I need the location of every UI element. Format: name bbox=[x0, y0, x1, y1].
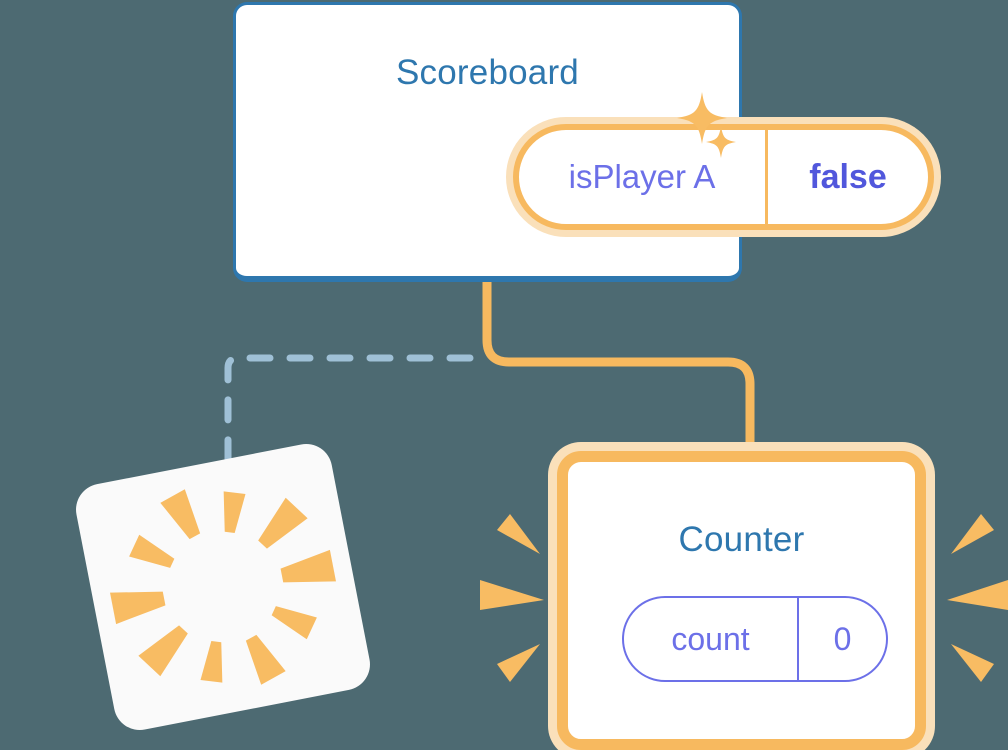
burst-ray bbox=[258, 497, 308, 549]
burst-ray bbox=[160, 489, 201, 540]
counter-ray bbox=[480, 580, 544, 610]
counter-ray bbox=[497, 514, 540, 554]
counter-card[interactable]: Counter count 0 bbox=[557, 451, 926, 750]
counter-right-rays bbox=[947, 514, 1008, 682]
sparkle-large-icon bbox=[677, 92, 727, 144]
sparkles-group bbox=[677, 92, 736, 158]
burst-rays-group bbox=[110, 489, 336, 685]
burst-ray bbox=[110, 591, 166, 625]
burst-ray bbox=[129, 534, 175, 568]
burst-ray bbox=[271, 606, 317, 640]
burst-ray bbox=[245, 634, 286, 685]
scoreboard-state-key: isPlayer A bbox=[519, 130, 768, 224]
counter-ray bbox=[951, 514, 994, 554]
burst-ray bbox=[200, 640, 223, 683]
burst-ray bbox=[138, 625, 188, 677]
counter-state-pill[interactable]: count 0 bbox=[622, 596, 888, 682]
dashed-connector-path bbox=[224, 354, 474, 474]
sparkle-small-icon bbox=[706, 126, 736, 158]
counter-state-value: 0 bbox=[833, 620, 852, 657]
burst-ray bbox=[280, 549, 336, 583]
counter-left-rays bbox=[480, 514, 544, 682]
counter-state-key: count bbox=[624, 598, 799, 680]
counter-title: Counter bbox=[678, 520, 805, 559]
counter-ray bbox=[497, 644, 540, 682]
scoreboard-card[interactable]: Scoreboard isPlayer A false bbox=[233, 2, 934, 282]
solid-connector-path bbox=[482, 282, 755, 466]
scoreboard-state-value: false bbox=[809, 157, 887, 196]
counter-ray bbox=[951, 644, 994, 682]
scoreboard-title: Scoreboard bbox=[396, 53, 579, 92]
counter-ray bbox=[947, 580, 1008, 610]
burst-ray bbox=[223, 491, 246, 534]
